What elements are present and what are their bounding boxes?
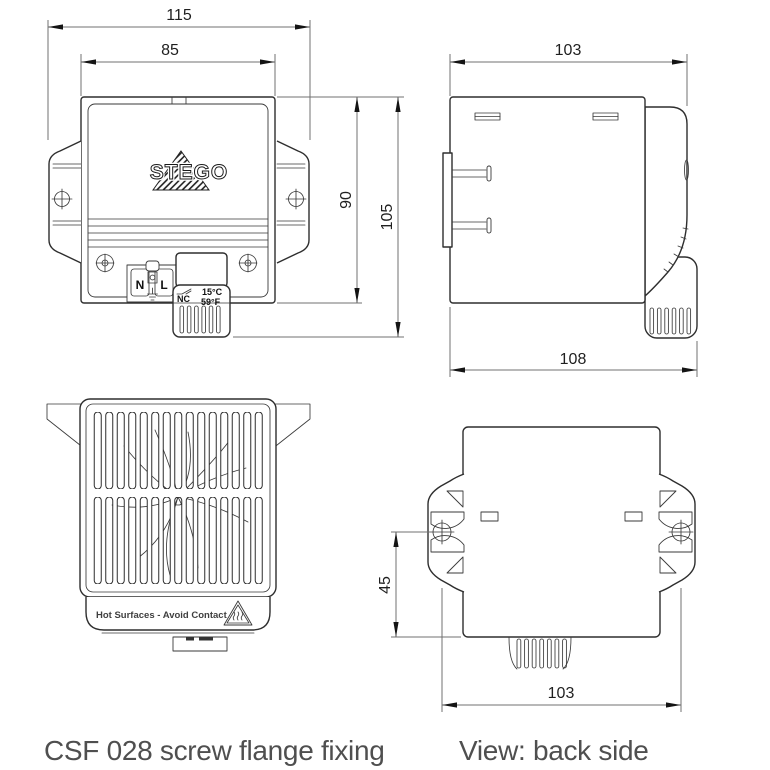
thermostat-connector: NC 15°C 59°F [172,252,231,338]
stego-logo-triangle-icon [152,150,210,191]
stego-logo-text: STEGO [150,161,229,184]
thermostat-temp-c: 15°C [202,287,223,297]
side-flange-plate [442,152,453,248]
warning-label-text: Hot Surfaces - Avoid Contact [96,610,228,621]
warning-strip: Hot Surfaces - Avoid Contact [85,597,271,631]
grille-inner-frame [85,403,271,593]
back-view: 45 103 [377,426,696,712]
front-top-notch [171,96,187,105]
stego-logo-halo: STEGO [150,161,229,184]
terminal-label-l: L [160,278,167,292]
side-body-outline [449,96,646,304]
ground-symbol-icon [147,287,158,301]
side-hatch-ticks [663,227,689,273]
dim-text-108: 108 [560,351,587,368]
dim-text-45: 45 [377,576,394,594]
terminal-label-n: N [136,278,145,292]
dim-text-115: 115 [166,7,192,24]
side-top-slots [474,112,619,121]
tab-contact-2 [199,637,213,641]
stego-logo: STEGO STEGO [148,150,229,191]
dim-side-top-width: 103 [449,42,688,106]
caption-view-label: View: back side [459,735,649,766]
tab-contact-1 [186,637,194,641]
front-flange-left [48,140,82,264]
side-fins [649,307,692,335]
back-slot-left [480,511,499,522]
dim-front-total-height: 105 [233,97,404,338]
thermostat-fins [179,305,221,334]
terminal-block: N L [126,260,178,303]
back-slot-right [624,511,643,522]
terminal-clamp [145,260,160,272]
side-flange-pins [451,165,492,234]
front-screw-left [95,253,115,273]
dim-text-105: 105 [379,204,396,231]
dim-front-body-width: 85 [80,42,276,96]
back-flange-left [427,473,465,593]
grille-slots-row2 [92,497,265,584]
grille-view: Hot Surfaces - Avoid Contact [46,398,311,652]
grille-slots-row1 [92,412,265,489]
dim-text-103-side: 103 [555,42,582,59]
side-clip-detail [684,159,689,181]
side-rear-housing [644,106,688,297]
grille-mid-band [92,489,265,497]
hot-surface-warning-icon [223,600,253,626]
dim-side-bottom-width: 108 [449,307,698,377]
back-body-outline [462,426,661,638]
dim-text-90: 90 [338,191,355,209]
front-view: 115 85 [47,7,404,338]
dim-text-85: 85 [161,42,179,59]
thermostat-temp-f: 59°F [201,297,221,307]
back-fins [508,636,572,670]
dim-back-screw-spacing: 103 [441,588,682,712]
side-view: 103 [442,42,698,377]
caption-model-name: CSF 028 screw flange fixing [44,735,385,766]
back-flange-right [658,473,696,593]
front-screw-right [238,253,258,273]
dim-back-screw-offset: 45 [377,531,461,638]
front-rib-lines [87,218,269,248]
thermostat-nc-label: NC [177,294,190,304]
front-flange-right [276,140,310,264]
dim-text-103-back: 103 [548,685,575,702]
dim-front-body-height: 90 [277,96,404,304]
nc-contact-symbol-icon [176,288,192,295]
dim-front-outer-width: 115 [47,7,311,140]
